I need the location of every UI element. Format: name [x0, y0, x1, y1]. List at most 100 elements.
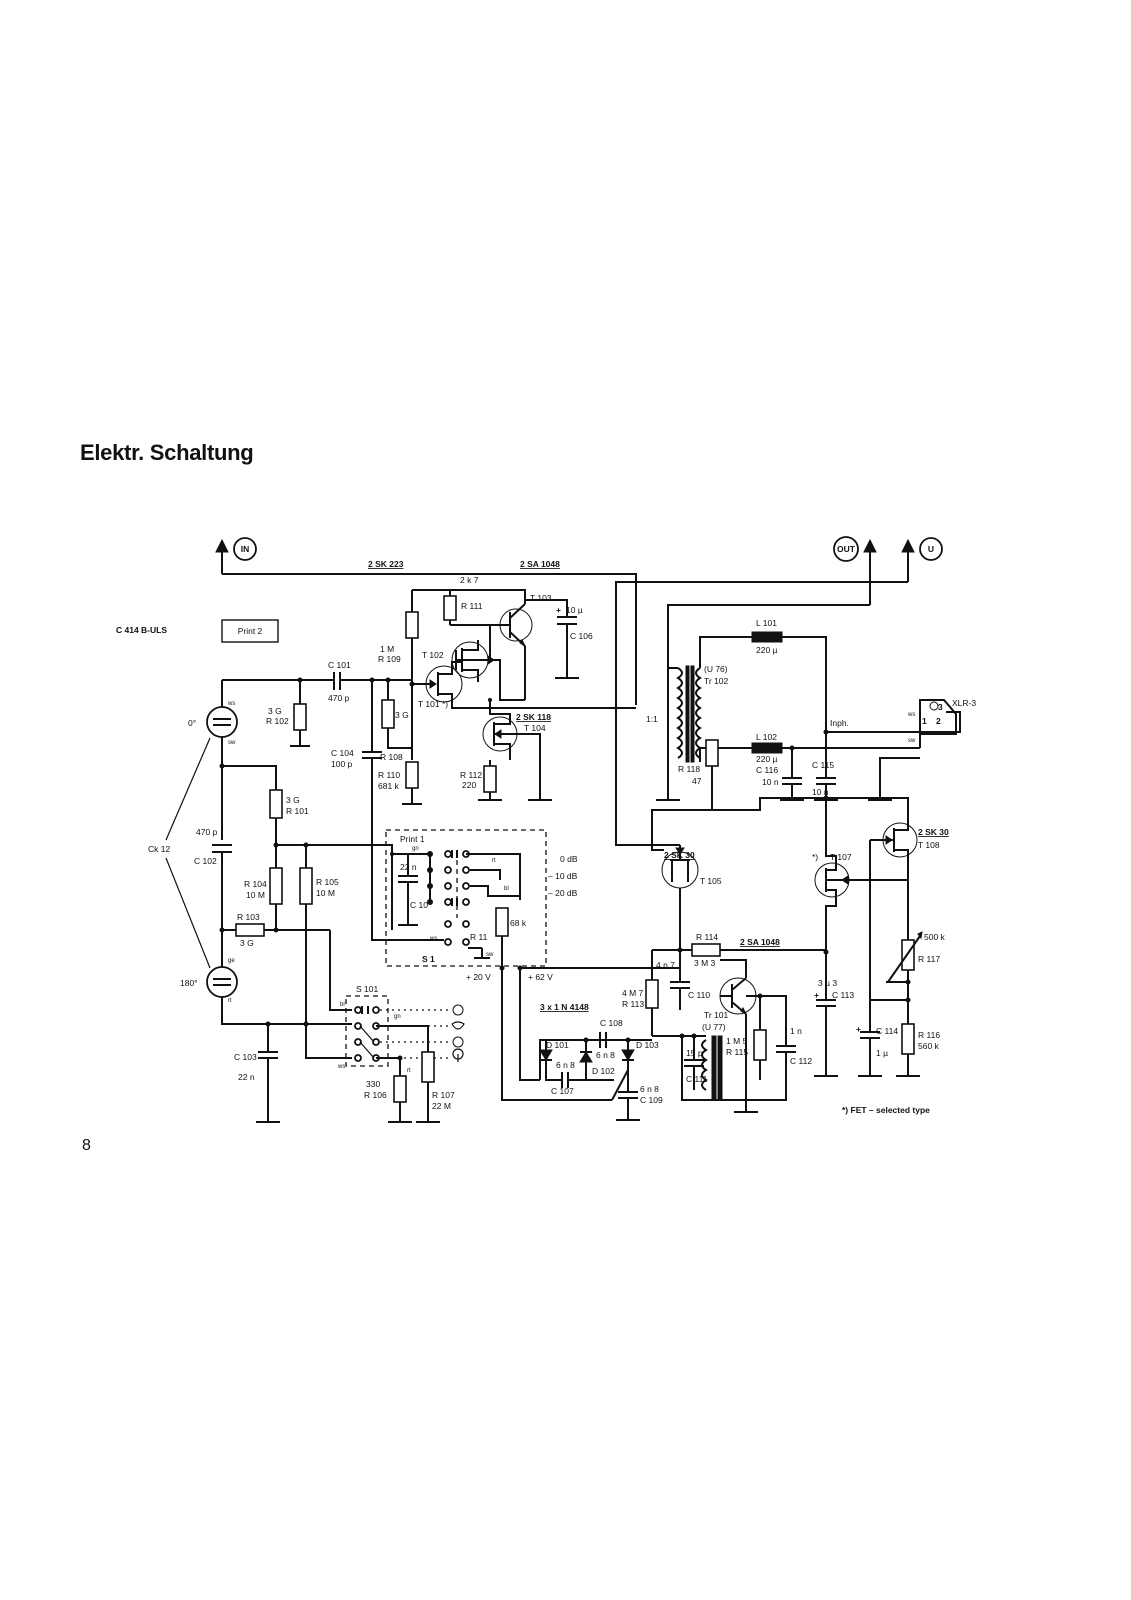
label-2sk223: 2 SK 223	[368, 559, 404, 569]
resistor-r101	[269, 789, 283, 819]
label-c113: C 113	[832, 990, 854, 1000]
pattern-icons	[451, 1004, 465, 1062]
label-ck12: Ck 12	[148, 844, 170, 854]
label-r110-val: 681 k	[378, 781, 400, 791]
label-2sa1048-low: 2 SA 1048	[740, 937, 780, 947]
label-c108: C 108	[600, 1018, 623, 1028]
svg-text:ws: ws	[337, 1064, 345, 1070]
label-r118: R 118	[678, 764, 700, 774]
terminal-in: IN	[215, 537, 257, 574]
label-r117-val: 500 k	[924, 932, 946, 942]
switch-s101-contacts	[354, 1006, 380, 1062]
label-62v: + 62 V	[528, 972, 553, 982]
label-r110: R 110	[378, 770, 400, 780]
transformer-tr102	[676, 665, 702, 763]
label-r101: R 101	[286, 806, 309, 816]
svg-text:ws: ws	[227, 701, 235, 707]
label-0db: 0 dB	[560, 854, 578, 864]
label-r108-val: 3 G	[395, 710, 409, 720]
label-u76: (U 76)	[704, 664, 728, 674]
resistor-r118	[705, 739, 719, 767]
label-r116-val: 560 k	[918, 1041, 940, 1051]
label-r107: R 107	[432, 1090, 455, 1100]
label-inph: Inph.	[830, 718, 849, 728]
label-t104: T 104	[524, 723, 546, 733]
label-tr102: Tr 102	[704, 676, 729, 686]
label-r107-val: 22 M	[432, 1101, 451, 1111]
label-r112-val: 220	[462, 780, 476, 790]
label-2sk30-a: 2 SK 30	[664, 850, 695, 860]
svg-text:sw: sw	[908, 738, 916, 744]
label-c106: C 106	[570, 631, 593, 641]
label-c10-val: 22 n	[400, 862, 417, 872]
label-c101-val: 470 p	[328, 693, 350, 703]
label-ratio: 1:1	[646, 714, 658, 724]
label-c114: C 114	[876, 1026, 898, 1036]
label-s1: S 1	[422, 954, 435, 964]
resistor-r112	[483, 765, 497, 793]
label-c112: C 112	[790, 1056, 812, 1066]
print2-box	[221, 619, 279, 643]
label-c109: C 109	[640, 1095, 663, 1105]
fet-note: *) FET – selected type	[842, 1105, 930, 1115]
transistor-t104	[482, 700, 541, 800]
diode-d102	[579, 1051, 593, 1063]
label-c111-val: 15 p	[686, 1048, 703, 1058]
label-star: *)	[812, 852, 818, 862]
label-t103: T 103	[530, 593, 552, 603]
label-t102: T 102	[422, 650, 444, 660]
label-c103-val: 22 n	[238, 1072, 255, 1082]
svg-text:sw: sw	[486, 952, 494, 958]
resistor-r11	[495, 907, 509, 937]
label-r11: R 11	[470, 932, 488, 942]
resistor-r113	[645, 979, 659, 1009]
label-print1: Print 1	[400, 834, 425, 844]
resistor-r104	[269, 867, 283, 905]
capsule-front: ws sw	[206, 680, 238, 746]
label-r101-val: 3 G	[286, 795, 300, 805]
label-1m: 1 M	[380, 644, 394, 654]
label-t107: T 107	[830, 852, 852, 862]
terminal-out: OUT	[833, 536, 877, 605]
label-c103: C 103	[234, 1052, 257, 1062]
label-c104-val: 100 p	[331, 759, 353, 769]
inductor-l101	[751, 631, 783, 643]
label-c110: C 110	[688, 990, 710, 1000]
svg-text:gn: gn	[412, 846, 419, 852]
model-label: C 414 B-ULS	[116, 625, 167, 635]
diode-d103	[621, 1049, 635, 1061]
label-r113: R 113	[622, 999, 644, 1009]
label-c108-val: 6 n 8	[596, 1050, 615, 1060]
resistor-r102	[293, 703, 307, 731]
supply-bus	[615, 581, 908, 846]
svg-text:+: +	[556, 605, 561, 615]
resistor-r116	[901, 1023, 915, 1055]
label-l102-val: 220 µ	[756, 754, 778, 764]
label-r103: R 103	[237, 912, 260, 922]
label-c107: C 107	[551, 1086, 574, 1096]
resistor-r106	[393, 1075, 407, 1103]
label-r104: R 104	[244, 879, 267, 889]
transistor-t101	[412, 661, 463, 706]
switch-s1-contacts	[427, 850, 490, 946]
label-xlr: XLR-3	[952, 698, 976, 708]
label-r113-val: 4 M 7	[622, 988, 644, 998]
transistor-t102	[451, 640, 495, 682]
resistor-r108	[381, 699, 395, 729]
svg-text:+: +	[856, 1024, 861, 1034]
label-r115-val: 1 M 5	[726, 1036, 748, 1046]
label-2sa1048-top: 2 SA 1048	[520, 559, 560, 569]
svg-text:sw: sw	[228, 740, 236, 746]
page-title: Elektr. Schaltung	[80, 440, 254, 465]
svg-text:rt: rt	[492, 858, 496, 864]
transistor-t103	[490, 603, 533, 648]
label-r104-val: 10 M	[246, 890, 265, 900]
xlr-connector: 3 1 2	[919, 699, 957, 735]
label-r106: R 106	[364, 1090, 387, 1100]
label-c106-val: 10 µ	[566, 605, 583, 615]
label-t105: T 105	[700, 876, 722, 886]
svg-text:+: +	[814, 990, 819, 1000]
label-c111: C 111	[686, 1074, 708, 1084]
label-l101: L 101	[756, 618, 777, 628]
